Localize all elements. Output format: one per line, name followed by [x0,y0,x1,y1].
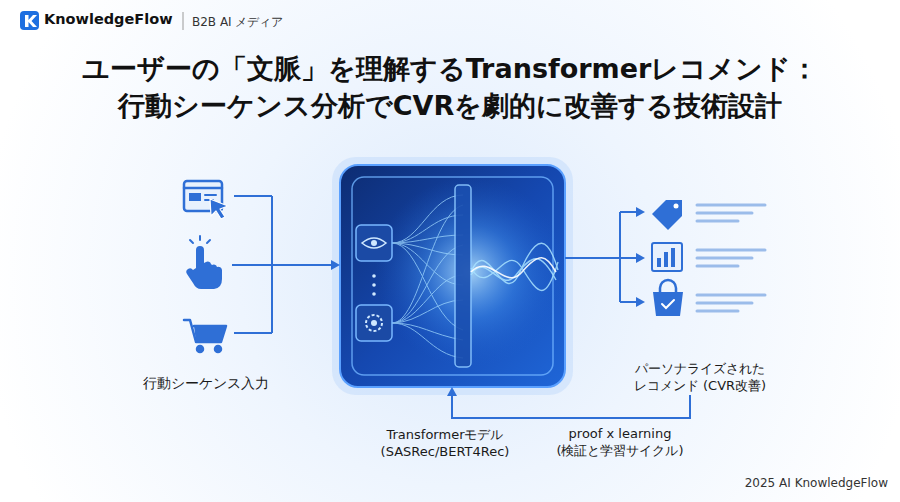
transformer-illustration-part-part [392,323,463,340]
output-icons-part [674,204,679,209]
input-merge-lines-part [234,195,272,197]
transformer-illustration-part [332,157,573,395]
output-branch-lines-part [636,297,645,307]
transformer-illustration-part-part [392,215,463,243]
input-icons-part [184,187,222,190]
arrow-head [636,253,645,263]
output-branch-lines-part [620,301,637,303]
connector-line [272,264,331,266]
brand-logo-part [20,11,39,30]
transformer-illustration-part [340,165,565,387]
transformer-illustration-part-part [392,300,463,323]
output-icons-part-part [697,204,765,207]
transformer-illustration-part [356,305,392,341]
output-caption: パーソナライズされた レコメンド (CVR改善) [625,361,775,395]
arrow-head [447,387,457,396]
input-icons-part [207,240,210,243]
output-icons-part-part [697,212,752,215]
transformer-illustration-part [372,283,376,287]
transformer-illustration-part [471,243,558,290]
transformer-illustration [332,157,573,395]
output-icons-part [652,243,682,271]
output-icons-part [662,300,674,308]
transformer-illustration-part-part [392,245,463,323]
transformer-illustration-part [371,320,377,326]
transformer-illustration-part-part [471,258,556,278]
output-icons-part [653,292,683,316]
output-branch-lines-part [636,207,645,217]
header-separator [183,12,184,30]
input-icons-part [194,326,226,342]
input-icons-part [215,346,221,352]
transformer-illustration-part [366,315,382,331]
input-merge-lines-part [234,332,272,334]
brand-logo [20,11,39,30]
output-icons-part-part [697,220,738,223]
media-tagline: B2B AI メディア [192,14,283,31]
output-icons-part-part [697,249,765,252]
recommendation-output-group: パーソナライズされた レコメンド (CVR改善) [645,190,785,395]
output-icons-part [652,200,682,230]
transformer-illustration-part-part [392,235,463,243]
arrow-head [331,260,340,270]
input-icons-part [190,240,193,243]
output-icons-part [697,205,765,311]
input-icons-part [189,193,201,201]
transformer-illustration-part [392,195,463,358]
output-icons [652,200,765,316]
edge-label: proof x learning (検証と学習サイクル) [545,426,695,460]
transformer-illustration-part [371,240,377,246]
copyright-note: 2025 AI KnowledgeFlow [745,476,888,490]
transformer-illustration-part [372,292,376,296]
transformer-illustration-part-part [471,260,558,290]
input-icons-part [205,194,216,196]
transformer-illustration-part [362,238,386,248]
output-icons-part-part [697,310,738,313]
input-merge-lines [232,196,272,333]
output-icons-part-part [697,257,752,260]
input-icons-part [186,246,222,289]
transformer-illustration-part-part [392,323,463,358]
brand-logo-part [25,15,37,27]
flow-connector [565,253,645,263]
input-icons-part [184,320,226,342]
transformer-illustration-part-part [392,205,463,323]
connector-line [565,257,636,259]
input-merge-lines-part [232,264,272,266]
transformer-illustration-part [375,177,565,367]
input-icons [184,181,228,352]
input-sequence-group: 行動シーケンス入力 [140,170,272,392]
connector-line [452,395,690,418]
output-icons-part-part [697,265,738,268]
output-icons-part-part [697,294,765,297]
output-icons-part-part [697,302,752,305]
input-icons-part [199,236,201,240]
transformer-illustration-part [356,225,392,261]
input-caption: 行動シーケンス入力 [134,374,278,392]
transformer-illustration-part [471,258,556,278]
transformer-model-box: Transformerモデル (SASRec/BERT4Rec) [340,165,565,387]
output-icons-part [657,258,661,267]
model-caption: Transformerモデル (SASRec/BERT4Rec) [370,427,520,461]
transformer-illustration-part [372,274,376,278]
output-icons-part [671,248,675,267]
transformer-illustration-part-part [392,195,463,243]
input-icons-part [210,199,228,219]
output-icons-part [664,252,668,267]
flow-connector [272,260,340,270]
page-title: ユーザーの「文脈」を理解するTransformerレコメンド： 行動シーケンス分… [10,50,890,124]
transformer-illustration-part [455,185,471,367]
brand-name: KnowledgeFlow [44,11,173,27]
transformer-illustration-part-part [392,275,463,323]
input-icons-part [197,346,203,352]
output-icons-part [660,280,676,292]
output-branch-lines-part [620,211,637,213]
